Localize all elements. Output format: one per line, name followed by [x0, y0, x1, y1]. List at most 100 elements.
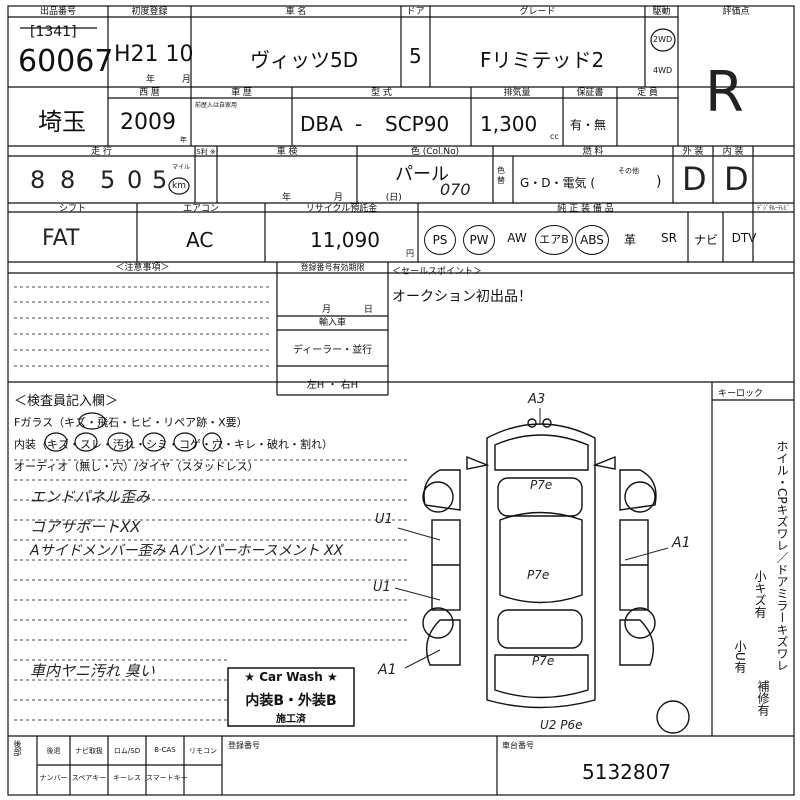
equip-dtv: DTV — [731, 231, 757, 245]
mark-roof: P7e — [527, 568, 550, 582]
mark-hood: P7e — [530, 478, 553, 492]
model-prefix: DBA — [300, 112, 343, 136]
side-col-c: 補修有 — [756, 680, 770, 716]
fuel-other: その他 — [618, 167, 639, 175]
fuel-header: 燃 料 — [582, 147, 604, 157]
drive-4wd: 4WD — [653, 66, 673, 75]
year-header: 西 暦 — [139, 88, 160, 98]
first-reg-units: 年 月 — [146, 75, 191, 85]
history-note: 前歴入は自家用 — [195, 102, 238, 109]
audio-tire-line: オーディオ（無し・穴）/タイヤ（スタッドレス） — [14, 460, 259, 473]
aircon-header: エアコン — [182, 204, 219, 214]
reg-expiry-header: 登録番号有効期限 — [300, 263, 365, 272]
first-reg-value: H21 10 — [114, 42, 194, 67]
color-value: パール — [395, 164, 449, 185]
mark-rear: U2 P6e — [540, 718, 583, 732]
footer-left-label: 後部 — [13, 740, 22, 756]
footer-number: ナンバー — [39, 774, 68, 782]
region-value: 埼玉 — [38, 108, 86, 136]
displacement-value: 1,300 — [480, 112, 538, 136]
year-value: 2009 — [120, 110, 176, 135]
drive-2wd: 2WD — [653, 35, 673, 44]
equip-aw: AW — [507, 231, 527, 245]
lot-header: 出品番号 — [39, 7, 76, 17]
history-header: 車 歴 — [231, 88, 252, 98]
equip-navi: ナビ — [693, 233, 718, 247]
sales-point-header: ＜セールスポイント＞ — [392, 267, 483, 277]
mileage-digit-5: 5 — [152, 166, 168, 194]
doors-value: 5 — [409, 44, 422, 68]
mileage-digit-1: 8 — [30, 166, 46, 194]
grade-header: グレード — [519, 7, 556, 17]
import-value: ディーラー・並行 — [292, 345, 373, 356]
mark-left-quarter: A1 — [378, 662, 397, 678]
footer-chassis-label: 車台番号 — [502, 741, 534, 750]
equipment-header: 純 正 装 備 品 — [557, 204, 614, 214]
hand-note-2: コアサポートXX — [30, 518, 141, 536]
model-dash: - — [355, 112, 363, 136]
color-number: 070 — [440, 180, 471, 199]
mark-right: A1 — [672, 535, 691, 551]
keylock-label: キーロック — [718, 389, 764, 399]
lot-number: 60067 — [18, 44, 114, 79]
equip-airbag: エアB — [535, 225, 573, 255]
side-col-a: 小キズ有 — [753, 570, 767, 618]
equip-leather: 革 — [623, 233, 636, 247]
footer-remote: リモコン — [189, 747, 217, 755]
displacement-header: 排気量 — [503, 88, 531, 98]
interior-line: 内装（キズ・スレ・汚れ・シミ・コゲ・穴・キレ・破れ・割れ） — [14, 438, 333, 451]
mark-trunk: P7e — [532, 654, 555, 668]
first-reg-header: 初度登録 — [131, 7, 168, 17]
import-header: 輸入車 — [318, 318, 346, 328]
doors-header: ドア — [406, 7, 425, 17]
capacity-header: 定 員 — [637, 88, 658, 98]
shift-header: シフト — [58, 204, 86, 214]
side-vertical-text: ホイル・CPキズワレ／ドアミラーキズワレ — [775, 440, 789, 672]
ext-header: 外 装 — [682, 147, 704, 157]
footer-spare-key: スペアキー — [71, 774, 107, 782]
footer-reg-no-label: 登録番号 — [228, 741, 260, 750]
car-diagram — [423, 423, 657, 709]
reg-expiry-units: 月 日 — [322, 305, 373, 315]
smeter-header: S利 ※ — [196, 148, 216, 156]
notes-header: ＜注意事項＞ — [115, 263, 170, 273]
tv-header: ﾃﾞｼﾞﾀﾙｰﾃﾚﾋﾞ — [756, 205, 790, 212]
mark-left-rear: U1 — [373, 580, 391, 595]
color-header: 色 (Col.No) — [410, 147, 460, 157]
recycle-value: 11,090 — [310, 228, 380, 252]
hand-note-1: エンドパネル歪み — [30, 488, 151, 506]
int-grade: D — [724, 160, 749, 198]
footer-rom: ロム/SD — [113, 747, 141, 755]
ext-grade: D — [682, 160, 707, 198]
rating-header: 評価点 — [722, 7, 750, 17]
equip-ps: PS — [424, 225, 456, 255]
mileage-digit-3: 5 — [100, 166, 116, 194]
grade-value: Fリミテッド2 — [480, 48, 605, 72]
mileage-header: 走 行 — [91, 147, 112, 157]
sales-point-text: オークション初出品！ — [392, 289, 532, 305]
recycle-unit: 円 — [406, 249, 414, 258]
inspection-header: 車 検 — [276, 147, 298, 157]
steering-value: 左H ・ 右H — [306, 380, 359, 391]
lot-box: [1341] — [30, 24, 77, 40]
model-code: SCP90 — [385, 112, 450, 136]
aircon-value: AC — [186, 228, 214, 252]
equip-sr: SR — [661, 231, 677, 245]
int-header: 内 装 — [722, 147, 744, 157]
chassis-number: 5132807 — [582, 760, 672, 784]
footer-backcam: 後退 — [46, 747, 61, 755]
footer-smart-key: スマートキー — [146, 774, 188, 782]
footer-bcas: B-CAS — [154, 746, 176, 754]
mileage-digit-4: 0 — [127, 166, 143, 194]
shift-value: FAT — [42, 226, 80, 251]
inspection-units: 年 月 (日) — [282, 193, 402, 203]
mileage-km: km — [172, 181, 186, 191]
displacement-unit: cc — [550, 132, 559, 141]
hand-note-4: 車内ヤニ汚れ 臭い — [30, 662, 155, 680]
warranty-value: 有・無 — [570, 118, 607, 132]
fuel-close: ) — [656, 174, 662, 190]
footer-keyless: キーレス — [113, 774, 141, 782]
footer-navi: ナビ取扱 — [75, 747, 103, 755]
drive-header: 駆動 — [652, 7, 671, 17]
